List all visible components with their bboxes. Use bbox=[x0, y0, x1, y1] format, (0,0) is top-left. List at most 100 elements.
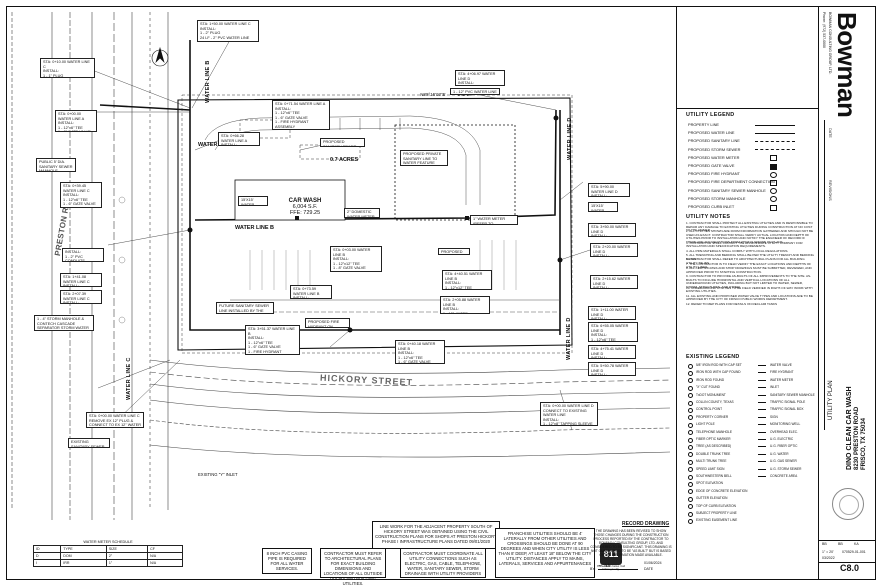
existing-symbol-icon bbox=[688, 437, 693, 443]
car-wash-building: CAR WASH 6,004 S.F. FFE: 729.25 bbox=[265, 198, 345, 216]
existing-symbol-icon bbox=[688, 518, 693, 524]
note-item: 6. CONTRACTOR SHALL REFER TO ARCHITECTUR… bbox=[686, 257, 805, 265]
legend-item: PROPOSED FIRE DEPARTMENT CONNECTION bbox=[688, 178, 775, 185]
record-date-value: 01/06/2024 bbox=[644, 561, 662, 565]
panel-divider bbox=[676, 6, 677, 580]
note-item: 10. UNDERGROUND UTILITIES TO BE FIELD VE… bbox=[686, 285, 813, 294]
legend-item-label: PROPOSED WATER METER bbox=[688, 154, 740, 160]
legend-item: PROPOSED SANITARY SEWER MANHOLE bbox=[688, 187, 766, 194]
existing-symbol-icon bbox=[688, 467, 693, 473]
existing-legend-item: EDGE OF CONCRETE ELEVATION bbox=[696, 488, 748, 493]
meter-table-title: WATER METER SCHEDULE bbox=[83, 540, 133, 544]
table-cell: N/A bbox=[147, 559, 183, 567]
callout-box: PUBLIC 5' DIA. SANITARY SEWER MANHOLE bbox=[36, 158, 76, 172]
legend-title: UTILITY LEGEND bbox=[686, 112, 735, 118]
table-cell: 1" bbox=[105, 559, 149, 567]
existing-legend-item: EXISTING EASEMENT LINE bbox=[696, 518, 738, 523]
callout-box: STA: 1+50.00 WATER LINE C INSTALL: 1 - 2… bbox=[197, 20, 259, 42]
legend-item-label: PROPOSED SANITARY SEWER MANHOLE bbox=[688, 187, 766, 193]
existing-legend-item: "X" CUT FOUND bbox=[696, 385, 720, 390]
existing-legend-item: SPEED LIMIT SIGN bbox=[696, 466, 725, 471]
note-item: 5. ALL TRENCHING AND BEDDING SHALL BE PE… bbox=[686, 253, 814, 261]
callout-box: 2" DOMESTIC WATER METER bbox=[344, 208, 380, 218]
existing-symbol-icon bbox=[758, 468, 766, 470]
project-name: DINO CLEAN CAR WASH bbox=[846, 386, 853, 470]
existing-legend-item: U.G. WATER bbox=[770, 451, 789, 456]
callout-box: STA: 2+07.39 WATER LINE C INSTALL: 1 - 1… bbox=[60, 290, 102, 304]
existing-legend-item: INLET bbox=[770, 385, 780, 390]
callout-box: STA: 0+66.28 WATER LINE A INSTALL: 1 - 1… bbox=[218, 132, 260, 146]
franchise-note: FRANCHISE UTILITIES SHOULD BE 4' LATERAL… bbox=[495, 528, 595, 578]
legend-item: PROPOSED CURB INLET bbox=[688, 203, 734, 210]
legend-swatch-icon bbox=[755, 149, 795, 151]
existing-symbol-icon bbox=[758, 431, 766, 433]
callout-box: PROPOSED 12" WATER LINE bbox=[438, 248, 470, 255]
existing-legend-item: WATER VALVE bbox=[770, 363, 792, 367]
callout-box: INSTALL: 1 - 2" PVC CONDUITS 1 - TRANSFO… bbox=[62, 248, 104, 262]
legend-swatch-icon bbox=[755, 124, 795, 126]
existing-legend-item: IRON ROD WITH CAP FOUND bbox=[696, 370, 741, 375]
existing-symbol-icon bbox=[688, 481, 693, 487]
revisions-date-label: DATE bbox=[828, 128, 832, 138]
existing-symbol-icon bbox=[758, 446, 766, 448]
designed-by: BB bbox=[838, 542, 843, 546]
legend-item: PROPERTY LINE bbox=[688, 121, 719, 128]
car-wash-area: 6,004 S.F. bbox=[292, 204, 318, 210]
record-drawing-title: RECORD DRAWING bbox=[622, 521, 670, 527]
existing-legend-item: U.G. ELECTRIC bbox=[770, 437, 794, 441]
job-number: 070529-01-001 bbox=[842, 550, 866, 554]
water-line-d-label-bottom: WATER LINE D bbox=[566, 317, 572, 360]
record-by-label: BY: bbox=[590, 567, 596, 571]
record-drawing-text: THE DRAWING HAS BEEN REVISED TO SHOW THO… bbox=[590, 529, 672, 557]
existing-symbol-icon bbox=[758, 439, 766, 440]
legend-swatch-icon bbox=[770, 155, 777, 162]
existing-symbol-icon bbox=[758, 476, 766, 477]
existing-inlet-label: EXISTING "Y" INLET bbox=[198, 472, 238, 477]
existing-legend-item: SANITARY SEWER MANHOLE bbox=[770, 392, 815, 397]
project-address: 8230 PRESTON ROAD bbox=[854, 406, 860, 470]
existing-legend-item: SPOT ELEVATION bbox=[696, 481, 723, 486]
existing-symbol-icon bbox=[758, 365, 766, 366]
firm-phone: Phone: (972) 537-0000 bbox=[822, 12, 826, 48]
table-cell: N/A bbox=[147, 552, 183, 560]
table-header: TYPE bbox=[60, 545, 107, 553]
existing-legend-item: OVERHEAD ELEC. bbox=[770, 429, 798, 434]
callout-box: STA: 2+20.00 WATER LINE D INSTALL: 1 - 1… bbox=[590, 243, 638, 257]
record-signature: ~ Ah bbox=[598, 563, 638, 570]
existing-legend-item: TxDOT MONUMENT bbox=[696, 392, 726, 397]
project-city: FRISCO, TX 75034 bbox=[861, 417, 867, 470]
note-item: 1. CONTRACTOR SHALL PROTECT ALL EXISTING… bbox=[686, 221, 813, 233]
existing-symbol-icon bbox=[688, 385, 693, 391]
existing-symbol-icon bbox=[688, 400, 693, 406]
existing-legend-item: WATER METER bbox=[770, 377, 794, 382]
revisions-column bbox=[824, 120, 825, 430]
existing-symbol-icon bbox=[758, 387, 766, 389]
existing-symbol-icon bbox=[688, 459, 693, 465]
checked-by: KA bbox=[854, 542, 859, 546]
sheet-border bbox=[6, 6, 876, 580]
legend-item-label: PROPOSED GATE VALVE bbox=[688, 163, 735, 168]
existing-legend-item: TRAFFIC SIGNAL POLE bbox=[770, 400, 806, 404]
existing-symbol-icon bbox=[758, 409, 766, 411]
legend-swatch-icon bbox=[770, 179, 777, 186]
existing-symbol-icon bbox=[688, 496, 693, 502]
legend-item: PROPOSED STORM SEWER bbox=[688, 146, 740, 153]
acres-label: 0.7 ACRES bbox=[330, 157, 359, 163]
existing-symbol-icon bbox=[688, 504, 693, 510]
callout-box: STA: 6+55.05 WATER LINE D INSTALL: 1 - 1… bbox=[588, 322, 638, 342]
table-cell: I bbox=[32, 559, 62, 567]
sheet-number: C8.0 bbox=[840, 563, 860, 573]
existing-legend-item: MONITORING WELL bbox=[770, 422, 801, 427]
existing-legend-item: CONCRETE AREA bbox=[770, 474, 798, 478]
callout-box: EXISTING SANITARY SEWER MANHOLE bbox=[68, 438, 110, 448]
existing-symbol-icon bbox=[688, 444, 693, 450]
existing-legend-title: EXISTING LEGEND bbox=[686, 354, 740, 360]
existing-symbol-icon bbox=[758, 453, 766, 455]
existing-symbol-icon bbox=[688, 452, 693, 458]
existing-symbol-icon bbox=[688, 430, 693, 436]
callout-box: 1" WATER METER (REFER TO IRRIGATION PLAN… bbox=[470, 215, 518, 225]
existing-legend-item: COLLIN COUNTY, TEXAS bbox=[696, 400, 734, 404]
titleblock-divider bbox=[818, 6, 819, 580]
existing-legend-item: LIGHT POLE bbox=[696, 422, 715, 427]
